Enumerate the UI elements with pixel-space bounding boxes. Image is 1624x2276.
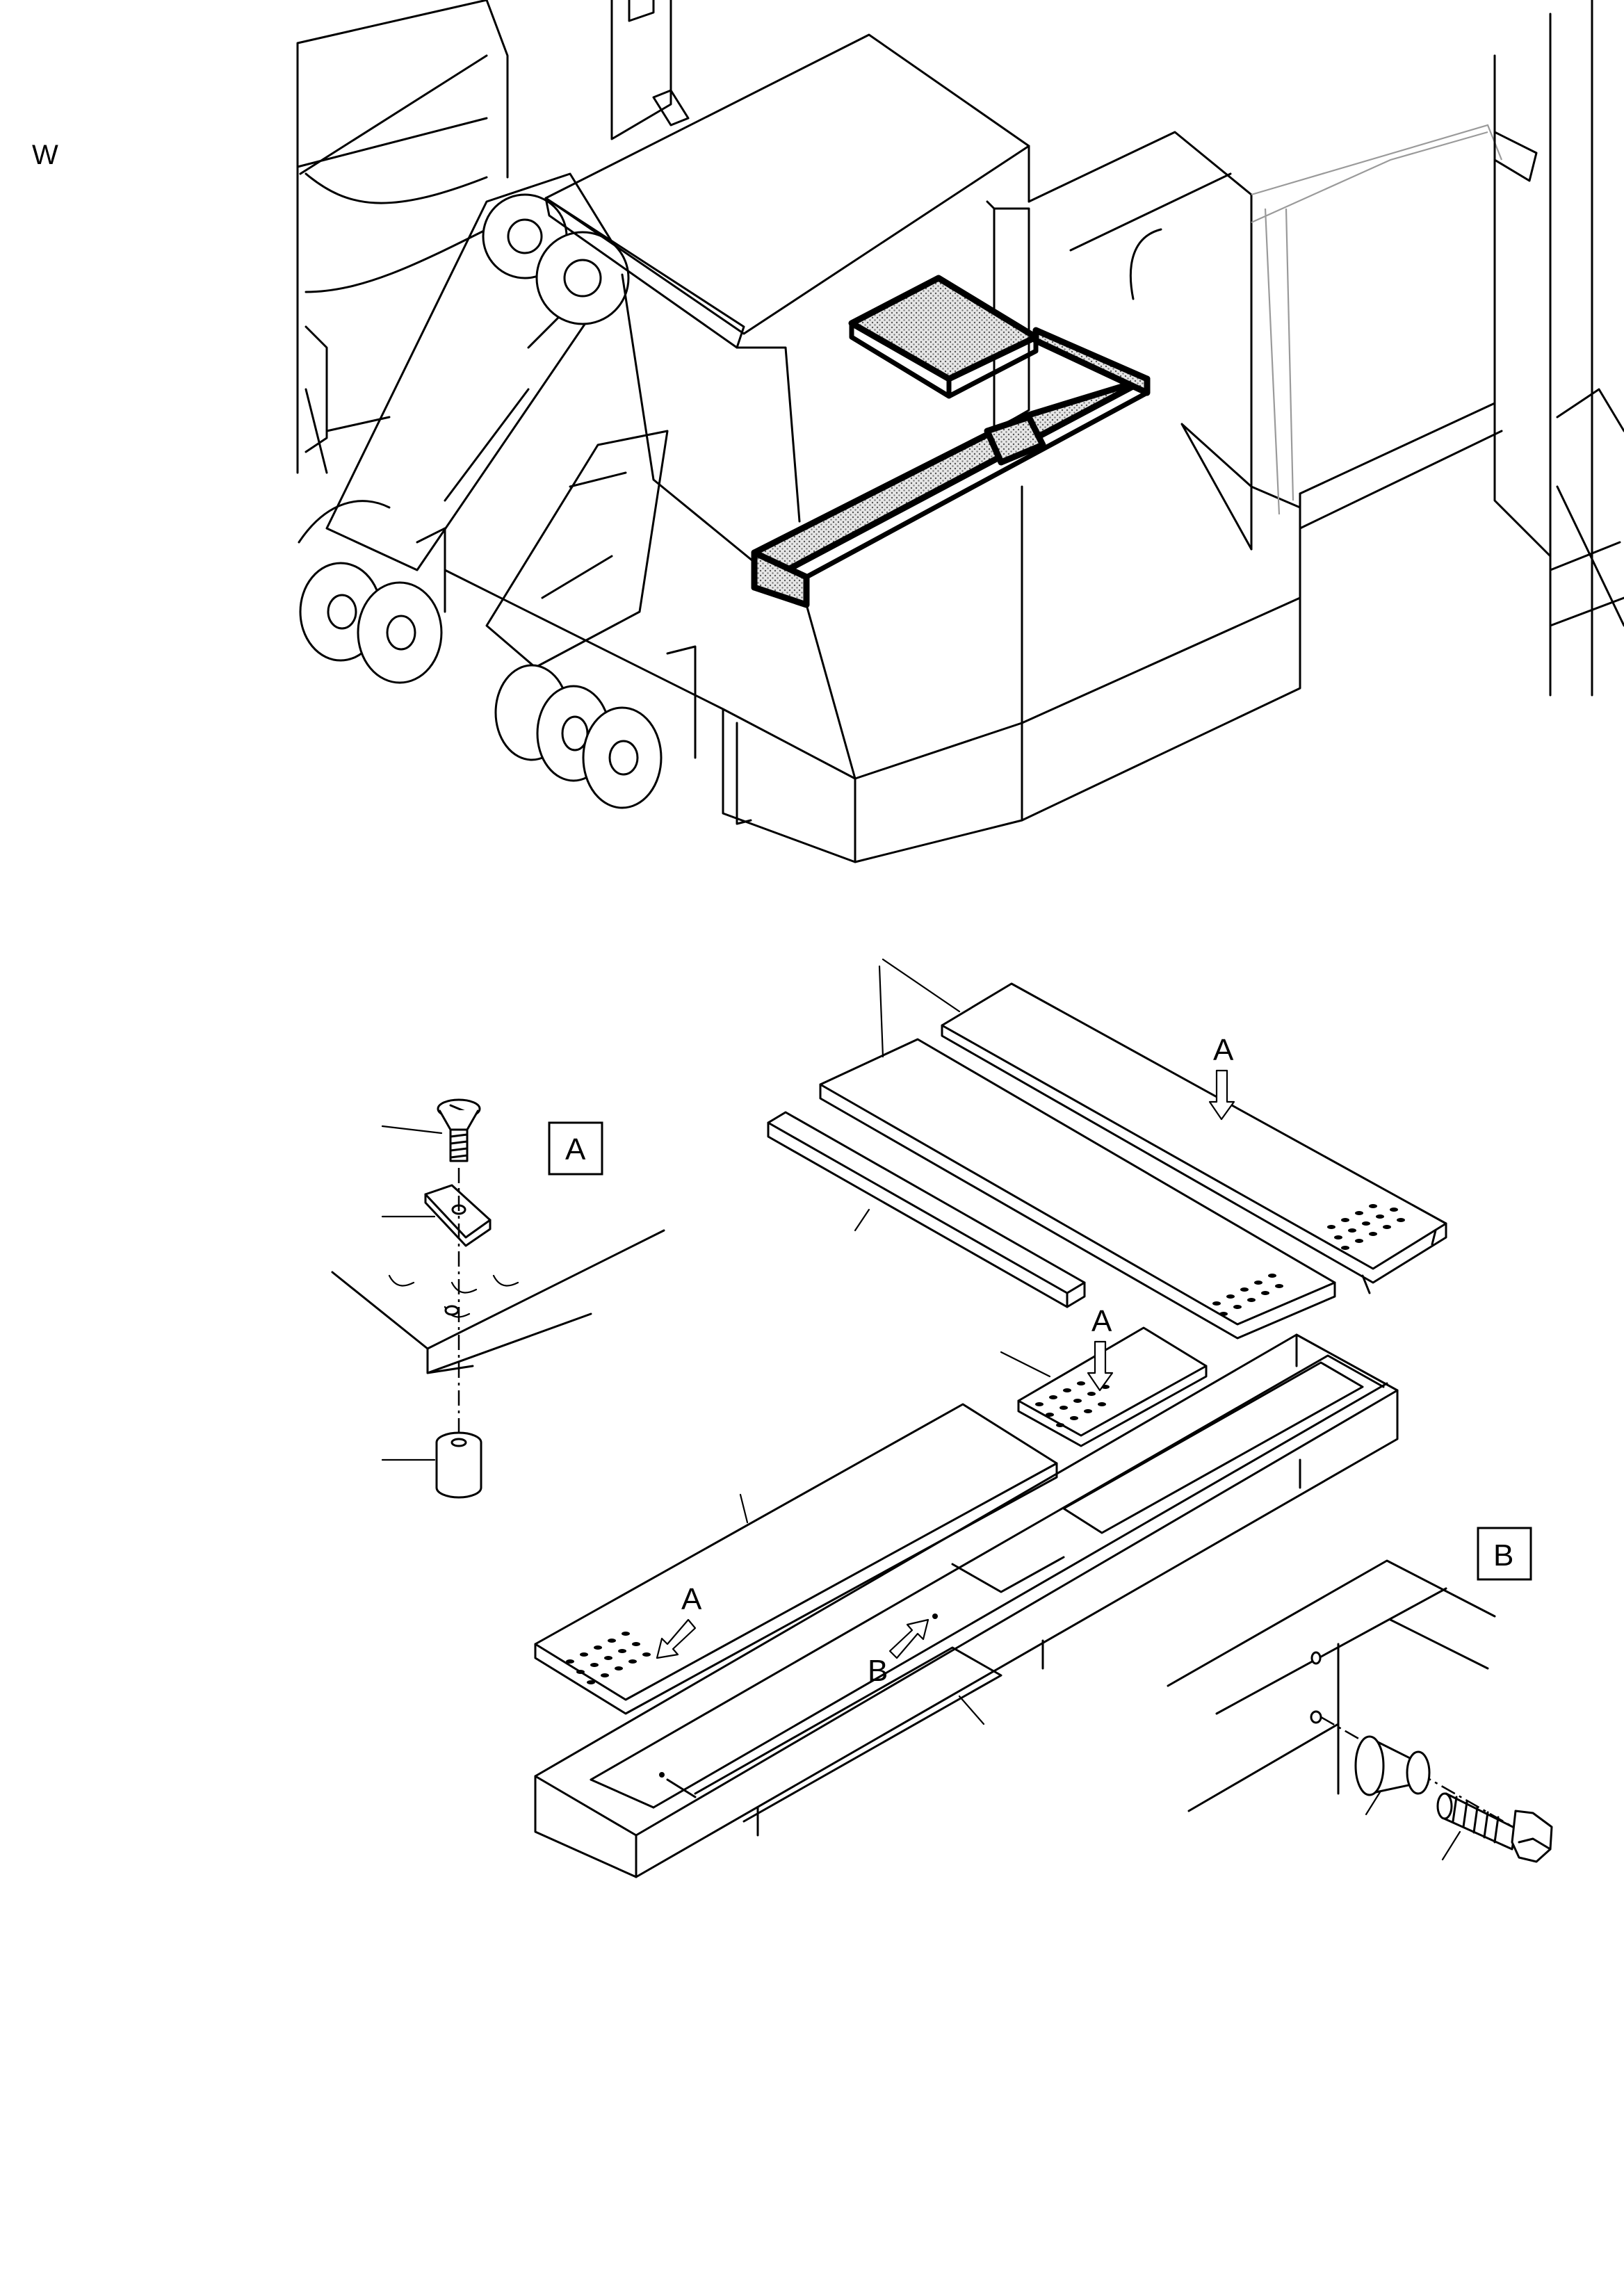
spacer-part [1354,1735,1431,1796]
view-arrow-small-panel: A [1087,1304,1114,1392]
perforation-upper-panel [1327,1204,1405,1250]
perforation-small-panel [1035,1381,1110,1427]
clip-nut-part [424,1184,492,1247]
view-arrow-upper-panel: A [1208,1033,1235,1121]
view-arrow-lower-panel: A [656,1582,702,1659]
leader-lines [381,958,1461,1861]
exploded-parts-view [534,982,1447,1878]
detail-a-label: A [565,1132,586,1167]
detail-b-label: B [1493,1538,1513,1572]
machine-overview [296,0,1624,863]
view-arrow-frame: B [868,1618,929,1688]
screw-part [437,1098,481,1162]
perforation-middle-panel [1212,1274,1283,1316]
bolt-part [1436,1792,1553,1863]
svg-text:A: A [1213,1033,1234,1067]
svg-text:B: B [868,1654,888,1688]
svg-text:A: A [681,1582,702,1616]
perforation-lower-panel [566,1632,651,1684]
bushing-part [435,1431,482,1499]
detail-a: A [331,1098,665,1499]
page-id-label: W [32,140,58,170]
svg-text:A: A [1091,1304,1112,1338]
detail-b: B [1167,1527,1553,1863]
